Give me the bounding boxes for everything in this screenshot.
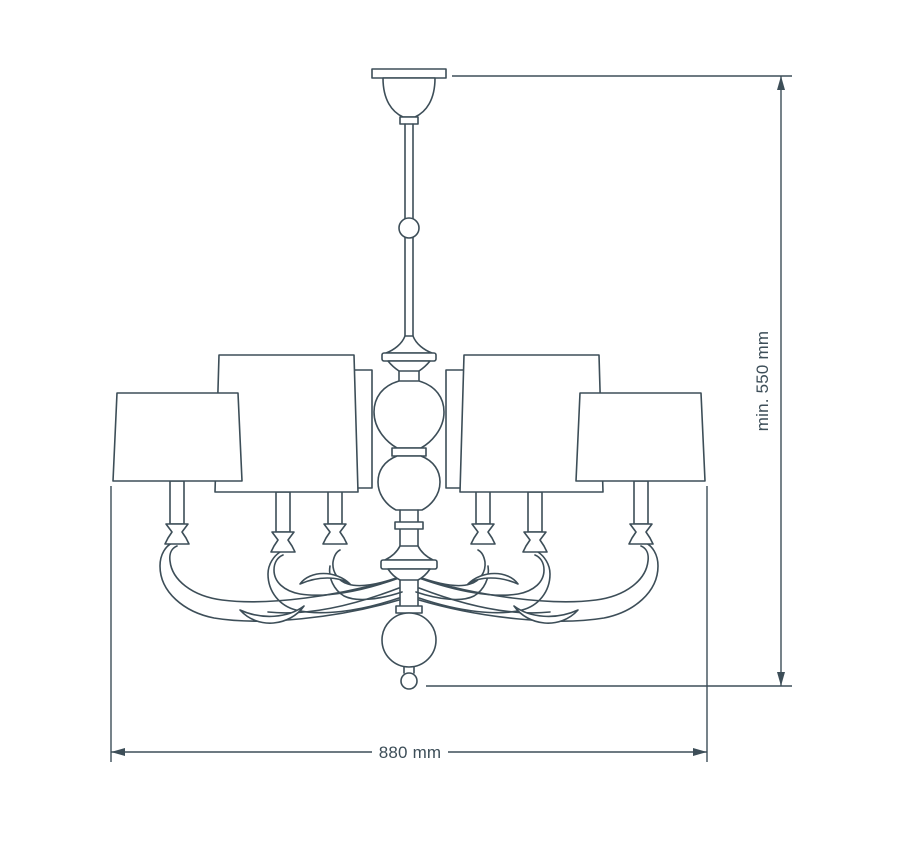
rod-ball-detail bbox=[398, 217, 420, 239]
shade-outer-right bbox=[575, 392, 706, 482]
arrow-left-icon bbox=[111, 748, 125, 756]
arm-scroll-ornament-left bbox=[299, 572, 351, 585]
hub-disc bbox=[380, 559, 438, 570]
hub-flare bbox=[384, 545, 434, 561]
finial-ball bbox=[400, 672, 418, 690]
arm-mid-right bbox=[418, 554, 545, 597]
column-taper-top bbox=[387, 360, 431, 372]
arrow-right-icon bbox=[693, 748, 707, 756]
column-vase-bulge bbox=[373, 380, 445, 449]
candle-mid-right bbox=[527, 491, 543, 533]
cup-mid-right bbox=[522, 531, 548, 553]
width-label-background bbox=[372, 740, 448, 763]
ceiling-canopy-dome bbox=[382, 77, 436, 118]
lower-collar bbox=[395, 605, 423, 614]
lamp-shades bbox=[112, 354, 706, 493]
height-dimension: min. 550 mm bbox=[426, 75, 792, 687]
arm-leaf-ornament-right bbox=[513, 605, 579, 624]
ceiling-canopy-plate bbox=[371, 68, 447, 79]
cup-mid-left bbox=[270, 531, 296, 553]
arrow-down-icon bbox=[777, 672, 785, 686]
candle-outer-left bbox=[169, 480, 185, 525]
shade-inner-right bbox=[459, 354, 604, 493]
height-dimension-label: min. 550 mm bbox=[753, 331, 772, 431]
arm-outer-right bbox=[418, 545, 649, 603]
cup-outer-left bbox=[164, 523, 190, 545]
width-dimension: 880 mm bbox=[110, 486, 708, 763]
arm-outer-right-mid bbox=[418, 587, 551, 614]
arm-mid-left-lower bbox=[267, 551, 400, 614]
cup-back-right bbox=[470, 523, 496, 545]
shade-outer-left bbox=[112, 392, 243, 482]
arrow-up-icon bbox=[777, 76, 785, 90]
arm-outer-left bbox=[169, 545, 400, 603]
candle-back-left bbox=[327, 487, 343, 525]
arm-outer-right-lower bbox=[418, 542, 659, 622]
cup-outer-right bbox=[628, 523, 654, 545]
candle-back-right bbox=[475, 487, 491, 525]
bottom-ball bbox=[381, 612, 437, 668]
column-disc-top bbox=[381, 352, 437, 362]
arm-outer-left-lower bbox=[159, 542, 400, 622]
candle-mid-left bbox=[275, 491, 291, 533]
column-collar-mid bbox=[391, 447, 427, 457]
canopy-collar bbox=[399, 116, 419, 125]
width-dimension-label: 880 mm bbox=[379, 743, 442, 762]
arm-mid-left bbox=[273, 554, 400, 597]
cup-back-left bbox=[322, 523, 348, 545]
column-second-bulge bbox=[377, 455, 441, 511]
column-ring bbox=[394, 521, 424, 530]
candle-outer-right bbox=[633, 480, 649, 525]
candle-holders bbox=[164, 480, 654, 553]
arm-scroll-ornament-right bbox=[467, 572, 519, 585]
chandelier-arms bbox=[159, 542, 659, 624]
arm-outer-left-mid bbox=[267, 587, 400, 614]
chandelier-stem bbox=[371, 68, 447, 690]
arm-mid-right-lower bbox=[418, 551, 551, 614]
arm-leaf-ornament-left bbox=[239, 605, 305, 624]
column-capital-flare bbox=[385, 335, 433, 354]
